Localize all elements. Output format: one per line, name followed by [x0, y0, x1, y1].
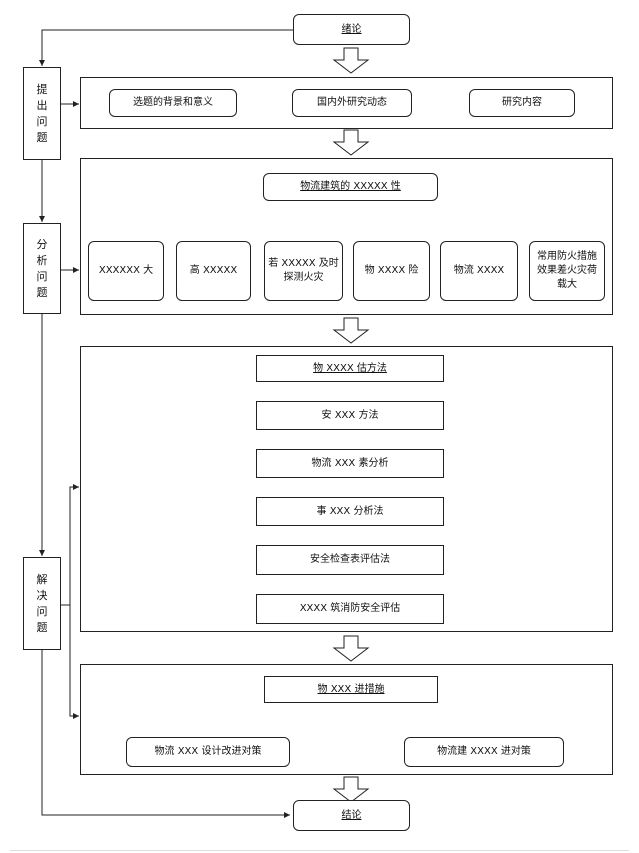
start-box: 绪论 [293, 14, 410, 45]
stage3-method-6: XXXX 筑消防安全评估 [256, 594, 444, 624]
side3-branch [61, 484, 79, 606]
side-label-analyze-problem: 分析问题 [23, 223, 61, 314]
stage3-panel [80, 346, 613, 632]
stage1-item-research-content: 研究内容 [469, 89, 575, 117]
page-bottom-rule [10, 850, 629, 851]
side3-branch-lower [69, 605, 79, 719]
stage4-item-design: 物流 XXX 设计改进对策 [126, 737, 290, 767]
end-box: 结论 [293, 800, 410, 831]
stage3-method-4: 事 XXX 分析法 [256, 497, 444, 526]
stage2-item-1: XXXXXX 大 [88, 241, 164, 301]
end-label: 结论 [341, 809, 362, 821]
stage4-header: 物 XXX 进措施 [264, 676, 438, 703]
side-label-raise-problem: 提出问题 [23, 67, 61, 160]
stage1-item-research-trends: 国内外研究动态 [292, 89, 412, 117]
stage4-item-building: 物流建 XXXX 进对策 [404, 737, 564, 767]
stage2-item-2: 高 XXXXX [176, 241, 251, 301]
side-label-solve-problem: 解决问题 [23, 557, 61, 650]
stage3-method-3: 物流 XXX 素分析 [256, 449, 444, 478]
stage3-method-5: 安全检查表评估法 [256, 545, 444, 575]
stage3-method-2: 安 XXX 方法 [256, 401, 444, 430]
stage3-method-1: 物 XXXX 估方法 [256, 355, 444, 382]
spine-top-to-side1 [39, 29, 293, 66]
stage2-item-5: 物流 XXXX [440, 241, 518, 301]
block-arrow-3 [332, 317, 370, 344]
block-arrow-4 [332, 635, 370, 662]
stage2-item-4: 物 XXXX 险 [353, 241, 430, 301]
stage1-item-background: 选题的背景和意义 [109, 89, 237, 117]
block-arrow-2 [332, 129, 370, 156]
block-arrow-1 [332, 47, 370, 74]
spine-side3-to-end [41, 650, 290, 818]
start-label: 绪论 [341, 23, 362, 35]
stage2-item-6: 常用防火措施效果差火灾荷载大 [529, 241, 605, 301]
block-arrow-5 [332, 776, 370, 803]
stage2-item-3: 若 XXXXX 及时探测火灾 [264, 241, 343, 301]
stage2-header: 物流建筑的 XXXXX 性 [263, 173, 438, 201]
